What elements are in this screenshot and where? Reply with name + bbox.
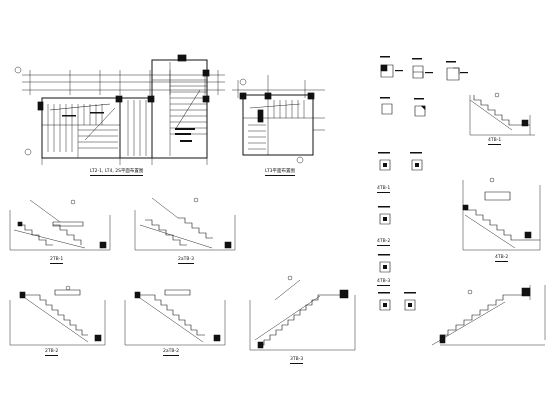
plan-b-caption: LT3平面布置图 xyxy=(265,169,295,176)
stair-section-3 xyxy=(10,286,105,345)
section-3-caption: 2TB-2 xyxy=(45,349,58,356)
stair-section-5 xyxy=(250,276,355,350)
detail-2-caption: 4TB-2 xyxy=(377,239,390,246)
stair-plan-b xyxy=(232,75,325,163)
section-4-caption: 2aTB-2 xyxy=(163,349,179,356)
detail-3-caption: 4TB-3 xyxy=(377,279,390,286)
stair-section-right-a xyxy=(463,178,540,250)
section-5-caption: 3TB-3 xyxy=(290,357,303,364)
section-2-caption: 2aTB-3 xyxy=(178,257,194,264)
detail-1-caption: 4TB-1 xyxy=(377,186,390,193)
plan-a-caption: LT2-1, LT4, 2S平面布置图 xyxy=(90,169,143,176)
section-details-top xyxy=(380,56,535,135)
section-1-caption: 2TB-1 xyxy=(50,257,63,264)
stair-section-right-b xyxy=(432,285,545,345)
section-6-caption: 4TB-1 xyxy=(488,138,501,145)
stair-section-2 xyxy=(135,198,235,250)
stair-section-4 xyxy=(125,290,225,345)
section-7-caption: 4TB-2 xyxy=(495,255,508,262)
stair-section-1 xyxy=(10,200,110,250)
stair-plan-a xyxy=(15,55,225,165)
section-details-middle xyxy=(378,152,422,310)
